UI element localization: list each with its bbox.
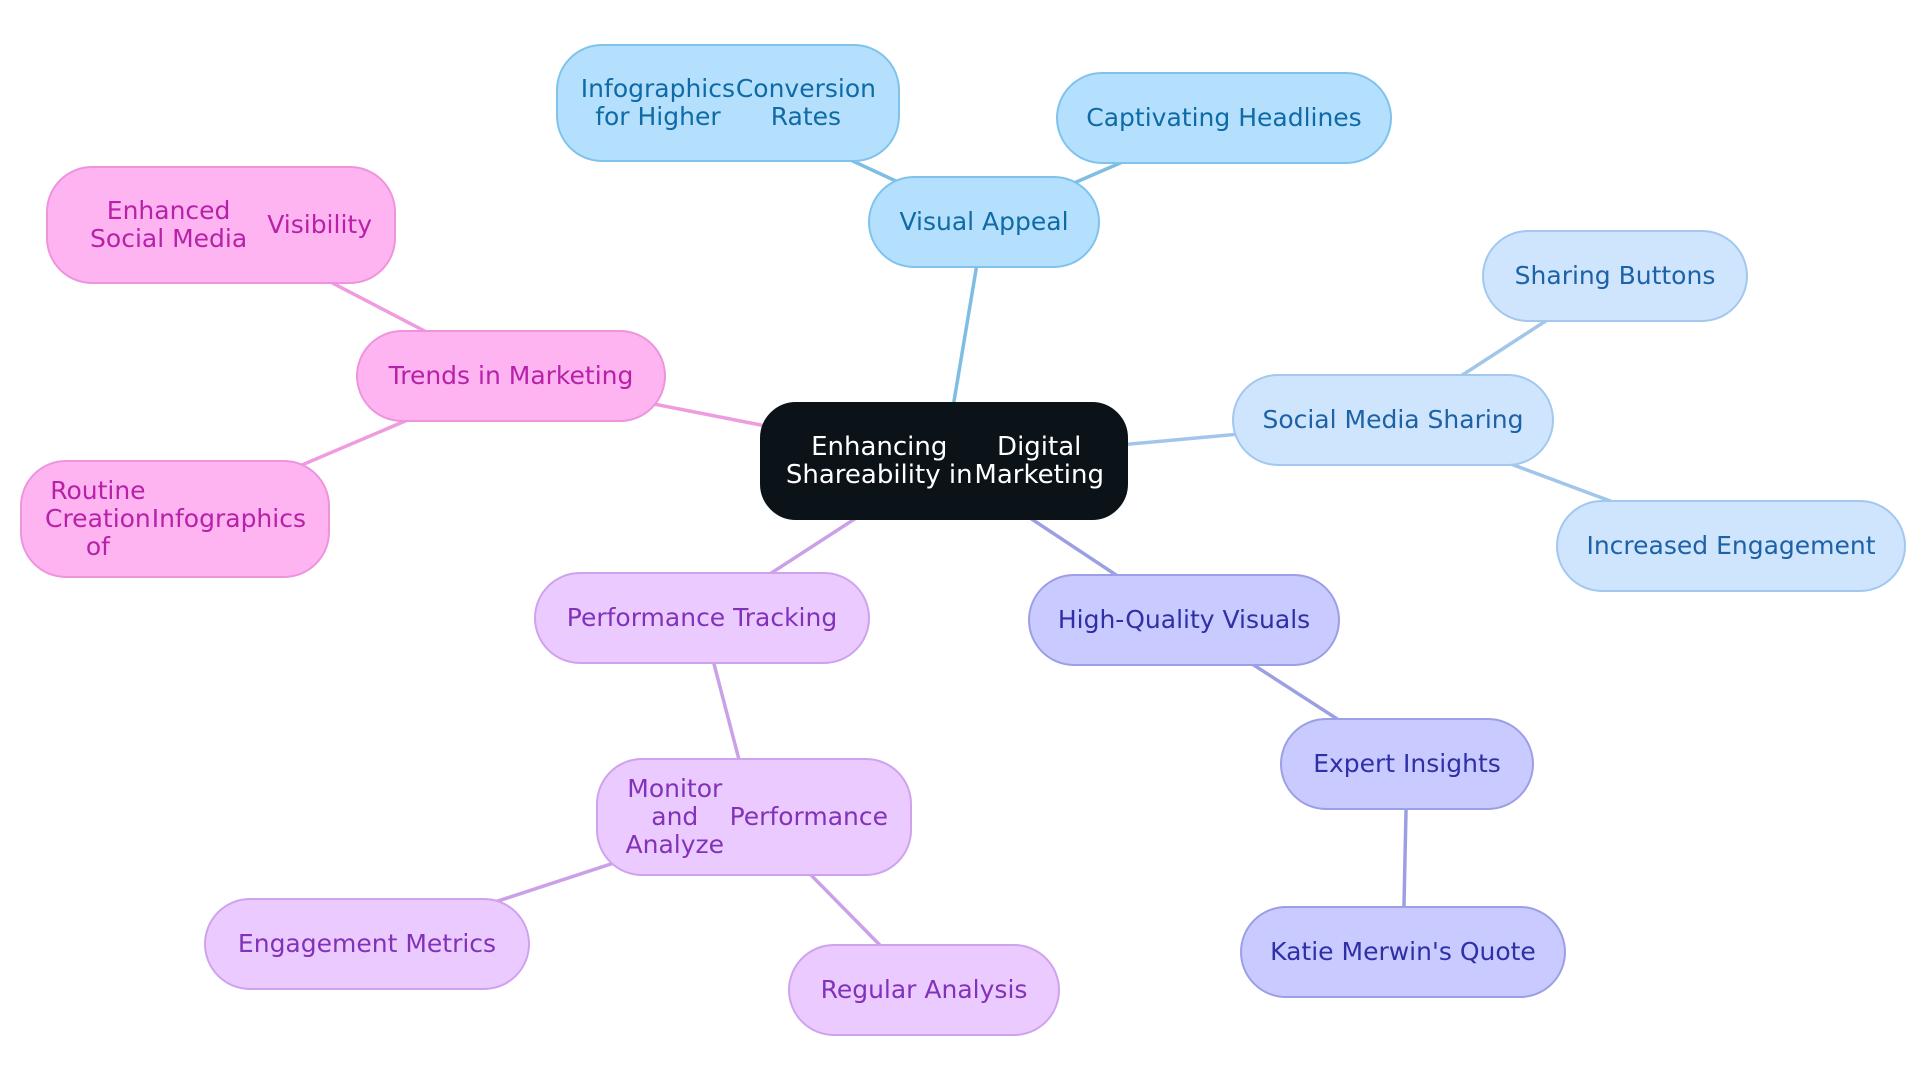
node-monitor-analyze[interactable]: Monitor and Analyze Performance	[596, 758, 912, 876]
node-regular-analysis[interactable]: Regular Analysis	[788, 944, 1060, 1036]
node-label-line: Increased Engagement	[1586, 531, 1876, 560]
node-visual-appeal[interactable]: Visual Appeal	[868, 176, 1100, 268]
node-label-line: Enhancing Shareability in	[785, 432, 973, 490]
node-label-line: Regular Analysis	[820, 975, 1028, 1004]
node-label-line: Infographics for Higher	[580, 74, 736, 131]
node-social-media-sharing[interactable]: Social Media Sharing	[1232, 374, 1554, 466]
node-label-line: Expert Insights	[1313, 749, 1501, 778]
node-increased-engagement[interactable]: Increased Engagement	[1556, 500, 1906, 592]
node-engagement-metrics[interactable]: Engagement Metrics	[204, 898, 530, 990]
node-label-line: Conversion Rates	[735, 74, 876, 131]
node-label-line: Performance Tracking	[566, 603, 838, 632]
root-node[interactable]: Enhancing Shareability in Digital Market…	[760, 402, 1128, 520]
node-label-line: Sharing Buttons	[1514, 261, 1716, 290]
node-label-line: Trends in Marketing	[388, 361, 634, 390]
node-katie-merwin-quote[interactable]: Katie Merwin's Quote	[1240, 906, 1566, 998]
node-label-line: Infographics	[151, 504, 306, 533]
node-label-line: Visibility	[267, 210, 372, 239]
node-label-line: Visual Appeal	[899, 207, 1069, 236]
node-trends-in-marketing[interactable]: Trends in Marketing	[356, 330, 666, 422]
node-infographics-conversion[interactable]: Infographics for Higher Conversion Rates	[556, 44, 900, 162]
node-label-line: Routine Creation of	[45, 476, 151, 561]
node-captivating-headlines[interactable]: Captivating Headlines	[1056, 72, 1392, 164]
node-label-line: Engagement Metrics	[237, 929, 497, 958]
node-high-quality-visuals[interactable]: High-Quality Visuals	[1028, 574, 1340, 666]
node-label-line: Performance	[729, 802, 888, 831]
node-sharing-buttons[interactable]: Sharing Buttons	[1482, 230, 1748, 322]
node-label-line: Enhanced Social Media	[90, 196, 248, 253]
node-label-line: Digital Marketing	[974, 432, 1105, 490]
node-label-line: High-Quality Visuals	[1057, 605, 1311, 634]
node-label-line: Social Media Sharing	[1262, 405, 1524, 434]
node-label-line: Captivating Headlines	[1086, 103, 1362, 132]
node-expert-insights[interactable]: Expert Insights	[1280, 718, 1534, 810]
node-label-line: Monitor and Analyze	[625, 774, 725, 859]
node-performance-tracking[interactable]: Performance Tracking	[534, 572, 870, 664]
node-label-line: Katie Merwin's Quote	[1270, 937, 1536, 966]
node-routine-infographics[interactable]: Routine Creation of Infographics	[20, 460, 330, 578]
node-enhanced-social-visibility[interactable]: Enhanced Social Media Visibility	[46, 166, 396, 284]
